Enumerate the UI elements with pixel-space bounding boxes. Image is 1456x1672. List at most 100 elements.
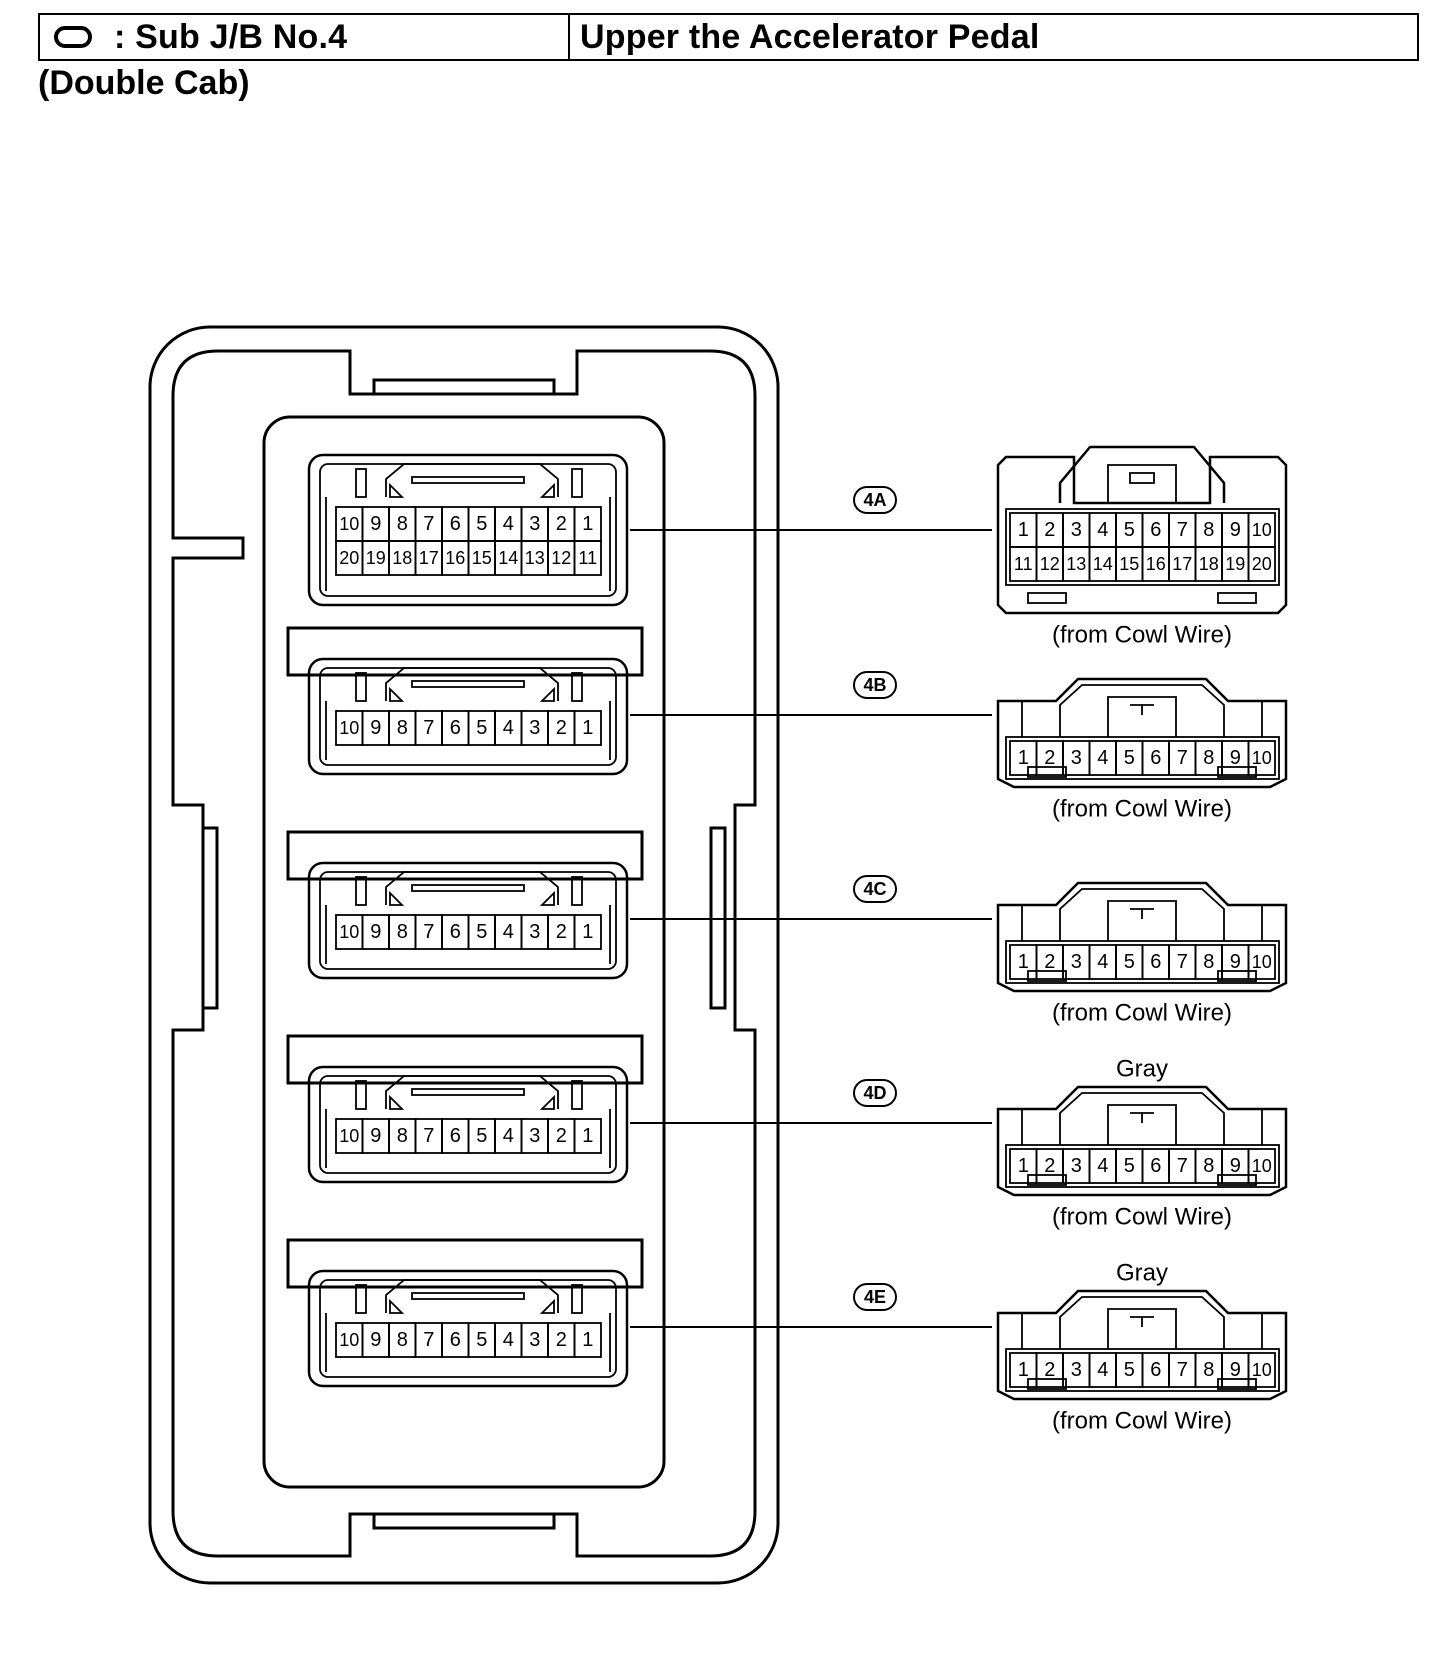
pin-number: 1: [582, 1125, 593, 1147]
pin-number: 9: [370, 717, 381, 739]
harness-lock: [1059, 1296, 1225, 1349]
wire-source-label: (from Cowl Wire): [1052, 622, 1232, 649]
pin-number: 2: [1044, 1359, 1055, 1381]
pin-number: 2: [556, 1329, 567, 1351]
pin-number: 2: [1044, 519, 1055, 541]
connector-color-label: Gray: [1116, 1260, 1168, 1287]
pin-number: 2: [1044, 1155, 1055, 1177]
jb-inner-outline: [171, 349, 757, 1558]
pin-number: 2: [1044, 951, 1055, 973]
pin-number: 4: [1097, 1155, 1108, 1177]
socket-polarity-mark: [539, 1094, 555, 1110]
pin-number: 8: [397, 1329, 408, 1351]
pin-number: 5: [1124, 1155, 1135, 1177]
pin-number: 1: [1018, 1359, 1029, 1381]
pin-number: 7: [423, 1329, 434, 1351]
pin-number: 6: [1150, 519, 1161, 541]
socket-latch-slot: [571, 672, 583, 702]
pin-number: 17: [1172, 554, 1192, 574]
socket-key-slot: [411, 680, 525, 688]
socket-latch-slot: [571, 468, 583, 498]
pin-number: 3: [1071, 747, 1082, 769]
harness-housing: [996, 455, 1288, 615]
socket-key: [385, 667, 559, 701]
pin-number: 17: [419, 548, 439, 568]
pin-number: 15: [472, 548, 492, 568]
harness-release-tab: [1217, 970, 1257, 982]
harness-lock-inner: [1107, 696, 1177, 737]
harness-pin-frame: [1005, 736, 1280, 780]
pin-number: 18: [392, 548, 412, 568]
pin-number: 4: [1097, 1359, 1108, 1381]
connector-code-badge: [853, 486, 897, 514]
harness-pin-frame: [1005, 1348, 1280, 1392]
pin-number: 10: [339, 1126, 359, 1146]
pin-number: 9: [370, 1329, 381, 1351]
harness-lock-inner: [1107, 1308, 1177, 1349]
pin-number: 2: [1044, 747, 1055, 769]
pin-number: 4: [503, 717, 514, 739]
pin-number: 6: [1150, 747, 1161, 769]
pin-number: 8: [1203, 519, 1214, 541]
pin-number: 6: [450, 1329, 461, 1351]
pin-number: 6: [1150, 1359, 1161, 1381]
wire-source-label: (from Cowl Wire): [1052, 1408, 1232, 1435]
pin-number: 10: [339, 514, 359, 534]
socket-latch-slot: [571, 1284, 583, 1314]
location-label: Upper the Accelerator Pedal: [580, 17, 1040, 56]
pin-number: 7: [1177, 1359, 1188, 1381]
pin-number: 2: [556, 513, 567, 535]
pin-number: 20: [1252, 554, 1272, 574]
harness-release-tab: [1027, 1378, 1067, 1390]
pin-number: 7: [423, 513, 434, 535]
pin-number: 1: [582, 717, 593, 739]
harness-lock-inner: [1107, 464, 1177, 503]
harness-release-tab: [1217, 1174, 1257, 1186]
harness-lock-inner: [1107, 1104, 1177, 1145]
socket-housing: [307, 861, 629, 980]
pin-number: 2: [556, 1125, 567, 1147]
pin-number: 4: [503, 513, 514, 535]
harness-release-tab: [1217, 766, 1257, 778]
harness-lock-tab: [1130, 1316, 1154, 1327]
pin-number: 12: [551, 548, 571, 568]
harness-lock: [1059, 684, 1225, 737]
connector-code-label: 4C: [863, 879, 886, 899]
pin-number: 1: [1018, 519, 1029, 541]
harness-lock-inner: [1107, 900, 1177, 941]
harness-housing: [996, 1289, 1288, 1401]
pin-cell: [1247, 944, 1276, 980]
harness-pin-frame: [1005, 508, 1280, 586]
socket-polarity-mark: [389, 1094, 405, 1110]
harness-release-tab: [1027, 592, 1067, 604]
pin-cell: [573, 710, 602, 746]
pin-number: 10: [339, 922, 359, 942]
pin-number: 10: [1252, 952, 1272, 972]
pin-number: 1: [1018, 1155, 1029, 1177]
pin-number: 10: [1252, 748, 1272, 768]
pin-number: 5: [476, 1125, 487, 1147]
header-location-cell: Upper the Accelerator Pedal: [570, 15, 1417, 59]
socket-key-slot: [411, 884, 525, 892]
pin-number: 4: [1097, 519, 1108, 541]
pin-number: 4: [1097, 747, 1108, 769]
pin-number: 10: [1252, 1156, 1272, 1176]
socket-polarity-mark: [389, 890, 405, 906]
socket-latch-slot: [355, 1080, 367, 1110]
pin-number: 3: [529, 1329, 540, 1351]
jb-bottom-tab: [372, 1512, 556, 1530]
socket-housing: [307, 453, 629, 607]
pin-number: 6: [450, 513, 461, 535]
harness-lock: [1058, 445, 1226, 503]
pin-number: 10: [1252, 1360, 1272, 1380]
harness-pin-frame: [1005, 940, 1280, 984]
harness-lock-tab: [1130, 704, 1154, 715]
